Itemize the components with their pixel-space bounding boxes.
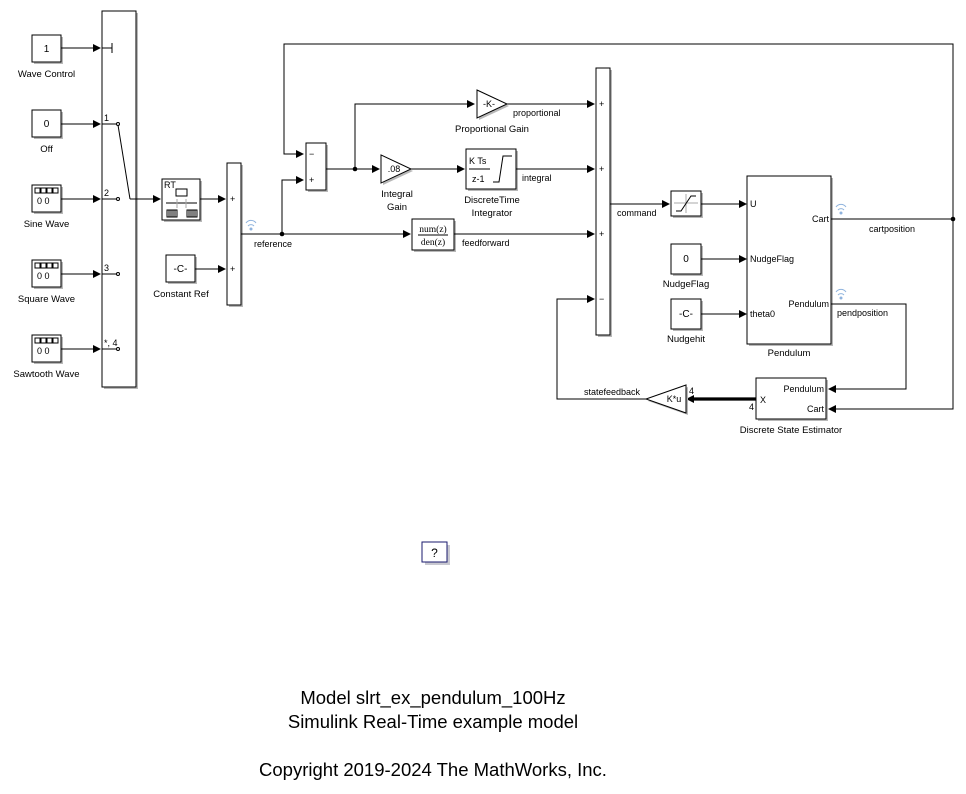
sum-reference-sign-1: +	[230, 194, 235, 204]
rate-transition-text: RT	[164, 180, 176, 190]
tf-num: num(z)	[419, 224, 446, 235]
pendulum-input-theta0: theta0	[750, 309, 775, 319]
gain-dim: 4	[689, 386, 694, 396]
integral-gain-label-1: Integral	[381, 189, 413, 200]
integrator-num: K Ts	[469, 156, 487, 166]
signal-cartposition: cartposition	[869, 224, 915, 234]
signal-integral: integral	[522, 173, 552, 183]
svg-text:0 0: 0 0	[37, 346, 50, 356]
model-copyright: Copyright 2019-2024 The MathWorks, Inc.	[259, 759, 607, 780]
integral-gain-label-2: Gain	[387, 202, 407, 213]
integrator-label-2: Integrator	[472, 208, 513, 219]
sum-command-sign-2: +	[599, 164, 604, 174]
proportional-gain-label: Proportional Gain	[455, 124, 529, 135]
switch-port-1: 1	[104, 113, 109, 123]
square-wave-label: Square Wave	[18, 294, 75, 305]
wave-control-label: Wave Control	[18, 69, 75, 80]
pendulum-output-cart: Cart	[812, 214, 830, 224]
state-estimator-block[interactable]: Pendulum Cart X Discrete State Estimator	[740, 377, 842, 436]
signal-logging-icon	[835, 288, 847, 300]
multiport-switch-block[interactable]: 1 2 3 *, 4	[101, 10, 138, 389]
tf-den: den(z)	[421, 237, 445, 248]
nudge-flag-value: 0	[683, 254, 689, 265]
sawtooth-wave-block[interactable]: 0 0 Sawtooth Wave	[13, 334, 80, 380]
signal-logging-icon	[835, 203, 847, 215]
off-value: 0	[44, 119, 50, 130]
help-button[interactable]: ?	[421, 541, 450, 565]
integrator-label-1: DiscreteTime	[464, 195, 520, 206]
sum-reference-block[interactable]: + +	[226, 162, 243, 307]
sum-error-sign-1: −	[309, 149, 314, 159]
constant-ref-label: Constant Ref	[153, 289, 209, 300]
sine-wave-block[interactable]: 0 0 Sine Wave	[24, 184, 70, 230]
integral-gain-value: .08	[388, 164, 401, 174]
sawtooth-wave-label: Sawtooth Wave	[13, 369, 79, 380]
saturation-block[interactable]	[670, 190, 703, 218]
estimator-output-x: X	[760, 395, 766, 405]
discrete-integrator-block[interactable]: K Ts z-1 DiscreteTime Integrator	[464, 148, 520, 219]
sum-error-block[interactable]: − +	[305, 142, 328, 192]
pendulum-block[interactable]: U NudgeFlag theta0 Cart Pendulum Pendulu…	[746, 175, 833, 359]
sum-error-sign-2: +	[309, 175, 314, 185]
proportional-gain-value: -K-	[483, 99, 495, 109]
switch-port-2: 2	[104, 188, 109, 198]
off-label: Off	[40, 144, 53, 155]
state-feedback-gain-value: K*u	[667, 394, 682, 404]
pendulum-input-u: U	[750, 199, 757, 209]
signal-statefeedback: statefeedback	[584, 387, 641, 397]
pendulum-output-pendulum: Pendulum	[788, 299, 829, 309]
off-block[interactable]: 0 Off	[31, 109, 63, 155]
wave-control-value: 1	[44, 44, 50, 55]
nudgehit-block[interactable]: -C- Nudgehit	[667, 298, 705, 345]
nudge-flag-label: NudgeFlag	[663, 279, 709, 290]
state-estimator-label: Discrete State Estimator	[740, 425, 842, 436]
constant-ref-value: -C-	[174, 264, 188, 275]
sawtooth-wave-icon: 0 0	[34, 337, 59, 356]
pendulum-input-nudgeflag: NudgeFlag	[750, 254, 794, 264]
nudgehit-label: Nudgehit	[667, 334, 705, 345]
integral-gain-block[interactable]: .08 Integral Gain	[380, 154, 413, 213]
saturation-icon	[674, 194, 698, 213]
sine-wave-label: Sine Wave	[24, 219, 70, 230]
square-wave-icon: 0 0	[34, 262, 59, 281]
signal-reference: reference	[254, 239, 292, 249]
signal-logging-icon	[245, 219, 257, 231]
signal-command: command	[617, 208, 657, 218]
nudge-flag-block[interactable]: 0 NudgeFlag	[663, 243, 709, 290]
wave-control-block[interactable]: 1 Wave Control	[18, 34, 75, 80]
pendulum-label: Pendulum	[768, 348, 811, 359]
integrator-den: z-1	[472, 174, 485, 184]
estimator-input-pendulum: Pendulum	[783, 384, 824, 394]
switch-port-3: 3	[104, 263, 109, 273]
signal-feedforward: feedforward	[462, 238, 510, 248]
model-title: Model slrt_ex_pendulum_100Hz	[300, 687, 566, 708]
proportional-gain-block[interactable]: -K- Proportional Gain	[455, 89, 529, 135]
switch-port-4: *, 4	[104, 338, 118, 348]
square-wave-block[interactable]: 0 0 Square Wave	[18, 259, 75, 305]
sum-reference-sign-2: +	[230, 264, 235, 274]
estimator-dim: 4	[749, 402, 754, 412]
svg-text:0 0: 0 0	[37, 271, 50, 281]
rate-transition-block[interactable]: RT	[161, 178, 202, 222]
signal-pendposition: pendposition	[837, 308, 888, 318]
estimator-input-cart: Cart	[807, 404, 825, 414]
model-subtitle: Simulink Real-Time example model	[287, 711, 579, 732]
sine-wave-icon: 0 0	[34, 187, 59, 206]
svg-text:0 0: 0 0	[37, 196, 50, 206]
nudgehit-value: -C-	[679, 309, 693, 320]
sum-command-sign-3: +	[599, 229, 604, 239]
integrator-limit-icon	[493, 155, 512, 183]
signal-proportional: proportional	[513, 108, 561, 118]
help-icon: ?	[431, 546, 438, 560]
sum-command-block[interactable]: + + + −	[595, 67, 612, 337]
sum-command-sign-4: −	[599, 294, 604, 304]
constant-ref-block[interactable]: -C- Constant Ref	[153, 254, 209, 300]
sum-command-sign-1: +	[599, 99, 604, 109]
state-feedback-gain-block[interactable]: K*u	[644, 384, 688, 415]
rate-transition-icon	[166, 188, 198, 218]
feedforward-tf-block[interactable]: num(z) den(z)	[411, 218, 456, 252]
